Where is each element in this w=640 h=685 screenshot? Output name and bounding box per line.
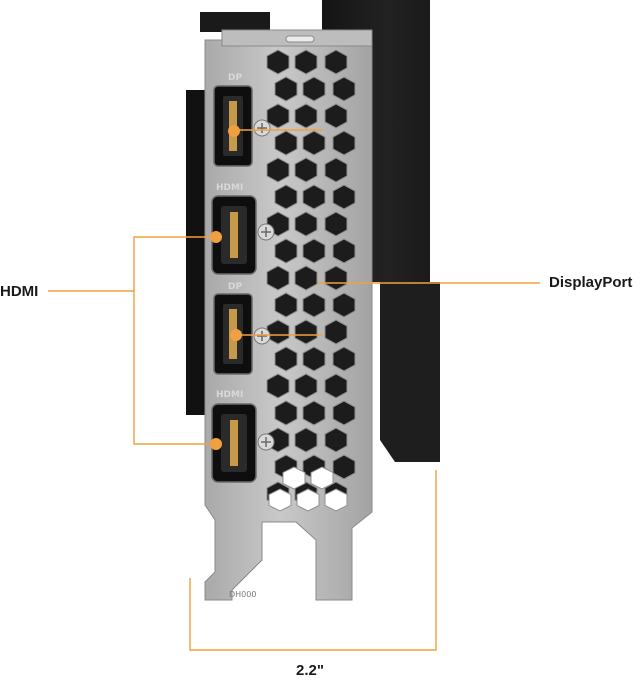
bracket-label-hdmi-2: HDMI [216, 390, 243, 400]
vent-hole [332, 238, 356, 264]
vent-hole [302, 238, 326, 264]
callout-dots [210, 125, 242, 450]
vent-hole [332, 184, 356, 210]
screw-icon [253, 119, 271, 137]
bracket-stamp: DH000 [229, 590, 256, 599]
vent-hole [332, 346, 356, 372]
vent-hole-open [310, 466, 334, 490]
callout-lines [48, 129, 540, 651]
vent-hole [266, 157, 290, 183]
width-dimension-label: 2.2" [296, 662, 324, 679]
vent-hole-open [296, 488, 320, 512]
vent-hole [294, 103, 318, 129]
vent-hole [294, 211, 318, 237]
hdmi-bracket-line [133, 236, 216, 445]
vent-hole [294, 427, 318, 453]
screw-icon [257, 433, 275, 451]
vent-hole [302, 76, 326, 102]
hdmi-marker-2 [210, 438, 222, 450]
vent-hole [294, 373, 318, 399]
vent-hole [274, 292, 298, 318]
vent-hole [294, 265, 318, 291]
vent-hole-open [282, 466, 306, 490]
vent-hole [324, 103, 348, 129]
bracket-label-dp-1: DP [228, 73, 242, 83]
vent-hole [302, 130, 326, 156]
hdmi-callout-label: HDMI [0, 283, 39, 300]
vent-hole [274, 130, 298, 156]
bracket-port-labels: DP HDMI DP HDMI DH000 [216, 73, 256, 599]
vent-hole [332, 130, 356, 156]
vent-hole [324, 265, 348, 291]
bracket-label-dp-2: DP [228, 282, 242, 292]
displayport-callout-label: DisplayPort [549, 274, 633, 291]
bracket-vent-grid [266, 49, 356, 512]
vent-hole [266, 103, 290, 129]
vent-hole [274, 76, 298, 102]
vent-hole [266, 49, 290, 75]
vent-hole-open [268, 488, 292, 512]
hdmi-marker-1 [210, 231, 222, 243]
vent-hole [332, 400, 356, 426]
vent-hole [324, 373, 348, 399]
vent-hole [324, 319, 348, 345]
bracket-screws [253, 119, 275, 451]
vent-hole [324, 427, 348, 453]
vent-hole [274, 238, 298, 264]
width-dimension-line [189, 470, 437, 651]
vent-hole [266, 373, 290, 399]
vent-hole [302, 292, 326, 318]
vent-hole [266, 319, 290, 345]
vent-hole [332, 454, 356, 480]
vent-hole [294, 319, 318, 345]
vent-hole [274, 184, 298, 210]
hdmi-port-1 [211, 195, 257, 275]
vent-hole [324, 49, 348, 75]
vent-hole [302, 400, 326, 426]
hdmi-port-2 [211, 403, 257, 483]
vent-hole [294, 157, 318, 183]
vent-hole-open [324, 488, 348, 512]
vent-hole [332, 292, 356, 318]
bracket-label-hdmi-1: HDMI [216, 183, 243, 193]
vent-hole [294, 49, 318, 75]
screw-icon [257, 223, 275, 241]
dp-marker-2 [230, 329, 242, 341]
vent-hole [324, 211, 348, 237]
vent-hole [274, 400, 298, 426]
vent-hole [302, 184, 326, 210]
vent-hole [324, 157, 348, 183]
dp-marker-1 [228, 125, 240, 137]
screw-icon [253, 327, 271, 345]
vent-hole [332, 76, 356, 102]
vent-hole [266, 265, 290, 291]
vent-hole [302, 346, 326, 372]
vent-hole [274, 346, 298, 372]
